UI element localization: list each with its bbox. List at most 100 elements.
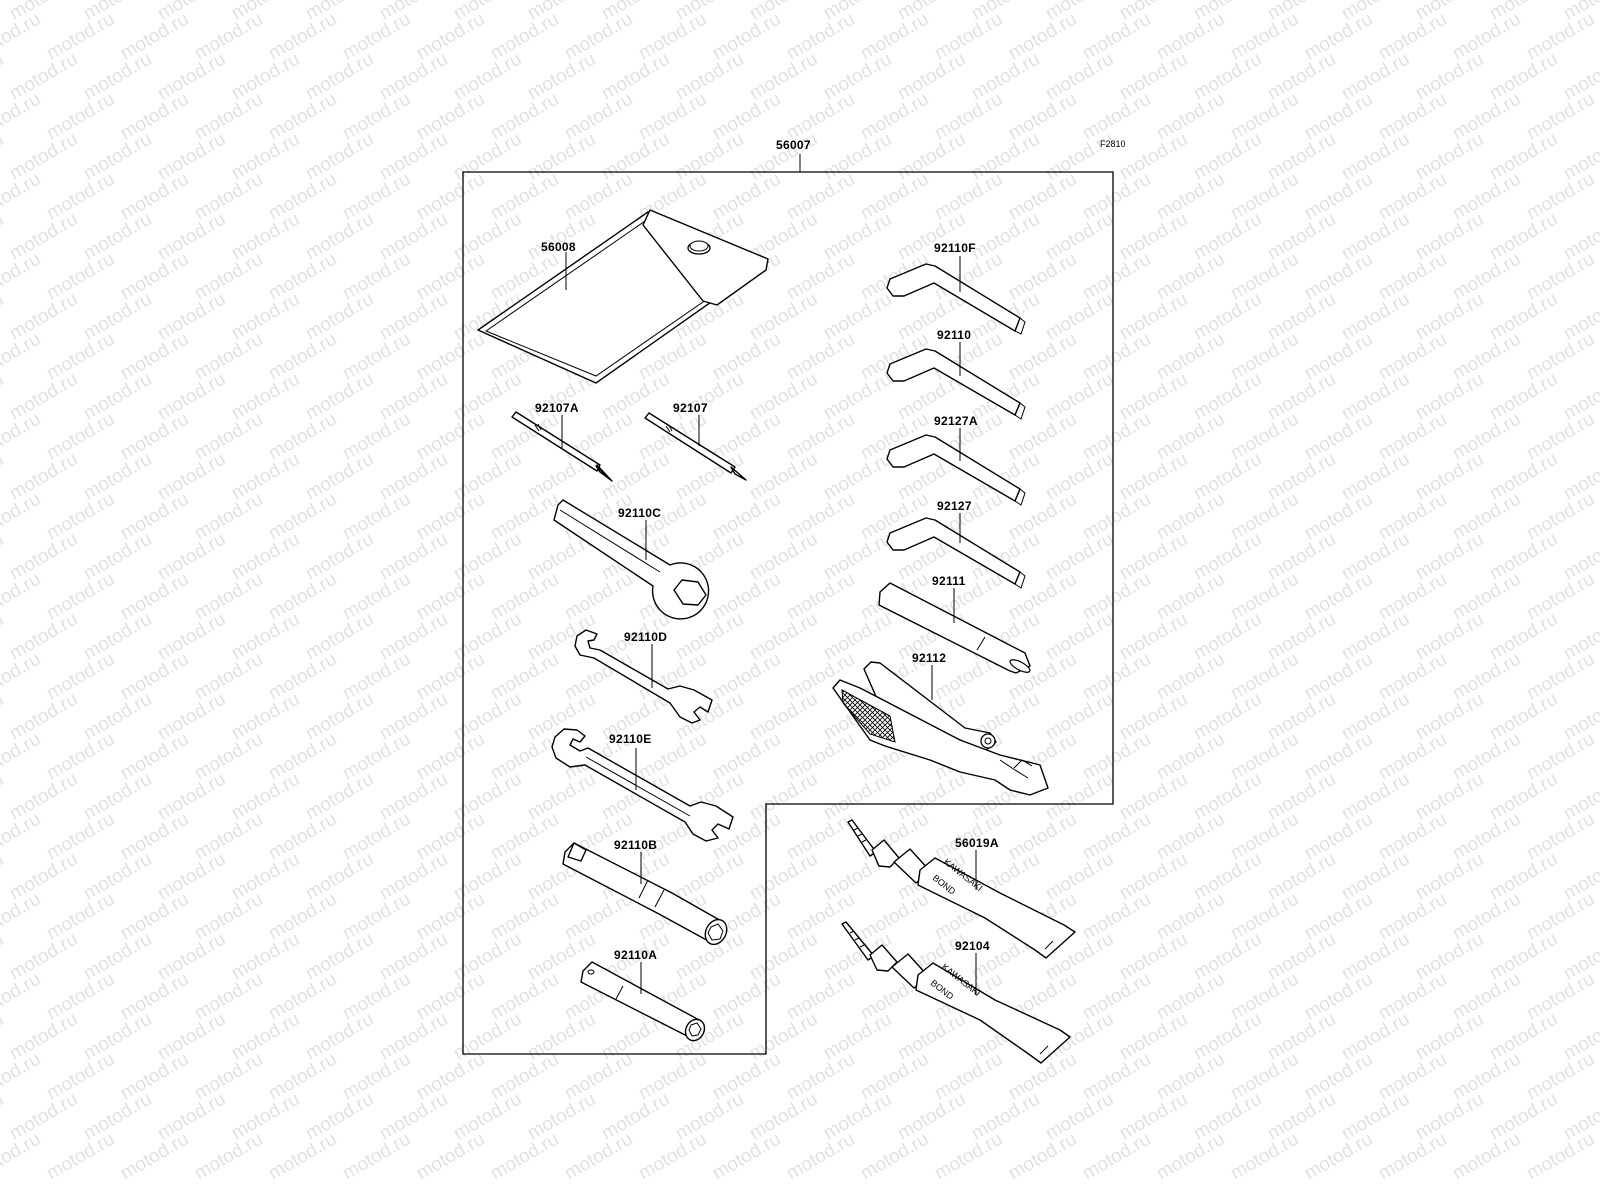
watermark-text: motod.ru [413,169,488,225]
watermark-text: motod.ru [339,649,414,705]
watermark-text: motod.ru [265,9,340,65]
watermark-text: motod.ru [1264,449,1339,505]
watermark-text: motod.ru [1227,249,1302,305]
watermark-text: motod.ru [339,9,414,65]
watermark-text: motod.ru [265,489,340,545]
watermark-text: motod.ru [487,1049,562,1105]
watermark-text: motod.ru [1264,289,1339,345]
watermark-text: motod.ru [968,129,1043,185]
watermark-text: motod.ru [1079,249,1154,305]
watermark-text: motod.ru [0,409,44,465]
watermark-text: motod.ru [43,889,118,945]
watermark-text: motod.ru [0,729,44,785]
watermark-text: motod.ru [302,929,377,985]
watermark-text: motod.ru [487,649,562,705]
figure-code: F2810 [1100,139,1126,149]
watermark-text: motod.ru [376,1009,451,1065]
watermark-text: motod.ru [117,1049,192,1105]
watermark-text: motod.ru [746,1089,821,1145]
watermark-text: motod.ru [80,529,155,585]
watermark-text: motod.ru [0,169,44,225]
watermark-text: motod.ru [672,849,747,905]
watermark-text: motod.ru [1079,729,1154,785]
watermark-text: motod.ru [783,409,858,465]
watermark-text: motod.ru [783,1129,858,1185]
watermark-text: motod.ru [6,1009,81,1065]
watermark-text: motod.ru [265,89,340,145]
watermark-text: motod.ru [1190,689,1265,745]
watermark-text: motod.ru [154,129,229,185]
watermark-text: motod.ru [1523,249,1598,305]
watermark-text: motod.ru [191,249,266,305]
watermark-text: motod.ru [0,329,44,385]
watermark-text: motod.ru [43,1129,118,1185]
watermark-text: motod.ru [0,1009,7,1065]
watermark-text: motod.ru [1412,1089,1487,1145]
watermark-text: motod.ru [302,1089,377,1145]
watermark-text: motod.ru [376,209,451,265]
watermark-text: motod.ru [783,969,858,1025]
watermark-text: motod.ru [413,809,488,865]
watermark-text: motod.ru [1486,609,1561,665]
watermark-text: motod.ru [820,1009,895,1065]
watermark-text: motod.ru [0,889,44,945]
watermark-text: motod.ru [413,569,488,625]
watermark-text: motod.ru [228,769,303,825]
watermark-text: motod.ru [1116,689,1191,745]
watermark-text: motod.ru [1449,169,1524,225]
label-92111: 92111 [932,574,966,588]
watermark-text: motod.ru [709,969,784,1025]
watermark-text: motod.ru [746,369,821,425]
watermark-text: motod.ru [1153,1129,1228,1185]
watermark-text: motod.ru [1005,409,1080,465]
watermark-text: motod.ru [931,1129,1006,1185]
watermark-text: motod.ru [1449,1129,1524,1185]
watermark-text: motod.ru [1079,89,1154,145]
watermark-text: motod.ru [709,569,784,625]
watermark-text: motod.ru [450,129,525,185]
watermark-text: motod.ru [80,689,155,745]
watermark-text: motod.ru [376,689,451,745]
watermark-text: motod.ru [1042,689,1117,745]
watermark-text: motod.ru [1301,569,1376,625]
watermark-text: motod.ru [931,9,1006,65]
watermark-text: motod.ru [302,289,377,345]
watermark-text: motod.ru [339,169,414,225]
watermark-text: motod.ru [1412,289,1487,345]
watermark-text: motod.ru [1375,569,1450,625]
watermark-text: motod.ru [265,649,340,705]
watermark-text: motod.ru [154,49,229,105]
watermark-text: motod.ru [450,1009,525,1065]
watermark-text: motod.ru [43,409,118,465]
watermark-text: motod.ru [6,369,81,425]
watermark-text: motod.ru [1153,1049,1228,1105]
watermark-text: motod.ru [820,289,895,345]
watermark-text: motod.ru [1375,809,1450,865]
watermark-text: motod.ru [413,89,488,145]
watermark-text: motod.ru [1523,1129,1598,1185]
watermark-text: motod.ru [6,849,81,905]
watermark-text: motod.ru [1005,1129,1080,1185]
watermark-text: motod.ru [1153,489,1228,545]
watermark-text: motod.ru [0,369,7,425]
pliers-92112 [832,661,1049,796]
watermark-text: motod.ru [117,969,192,1025]
watermark-text: motod.ru [0,969,44,1025]
watermark-text: motod.ru [1523,409,1598,465]
watermark-text: motod.ru [80,369,155,425]
watermark-text: motod.ru [0,49,7,105]
watermark-text: motod.ru [1042,849,1117,905]
watermark-text: motod.ru [1375,969,1450,1025]
watermark-text: motod.ru [1486,49,1561,105]
watermark-text: motod.ru [302,209,377,265]
watermark-text: motod.ru [1227,409,1302,465]
watermark-text: motod.ru [1042,769,1117,825]
watermark-text: motod.ru [1523,169,1598,225]
watermark-text: motod.ru [1227,649,1302,705]
watermark-text: motod.ru [0,1089,7,1145]
watermark-text: motod.ru [1264,849,1339,905]
watermark-text: motod.ru [1005,249,1080,305]
watermark-text: motod.ru [117,649,192,705]
watermark-text: motod.ru [709,649,784,705]
label-56019A: 56019A [955,836,999,850]
